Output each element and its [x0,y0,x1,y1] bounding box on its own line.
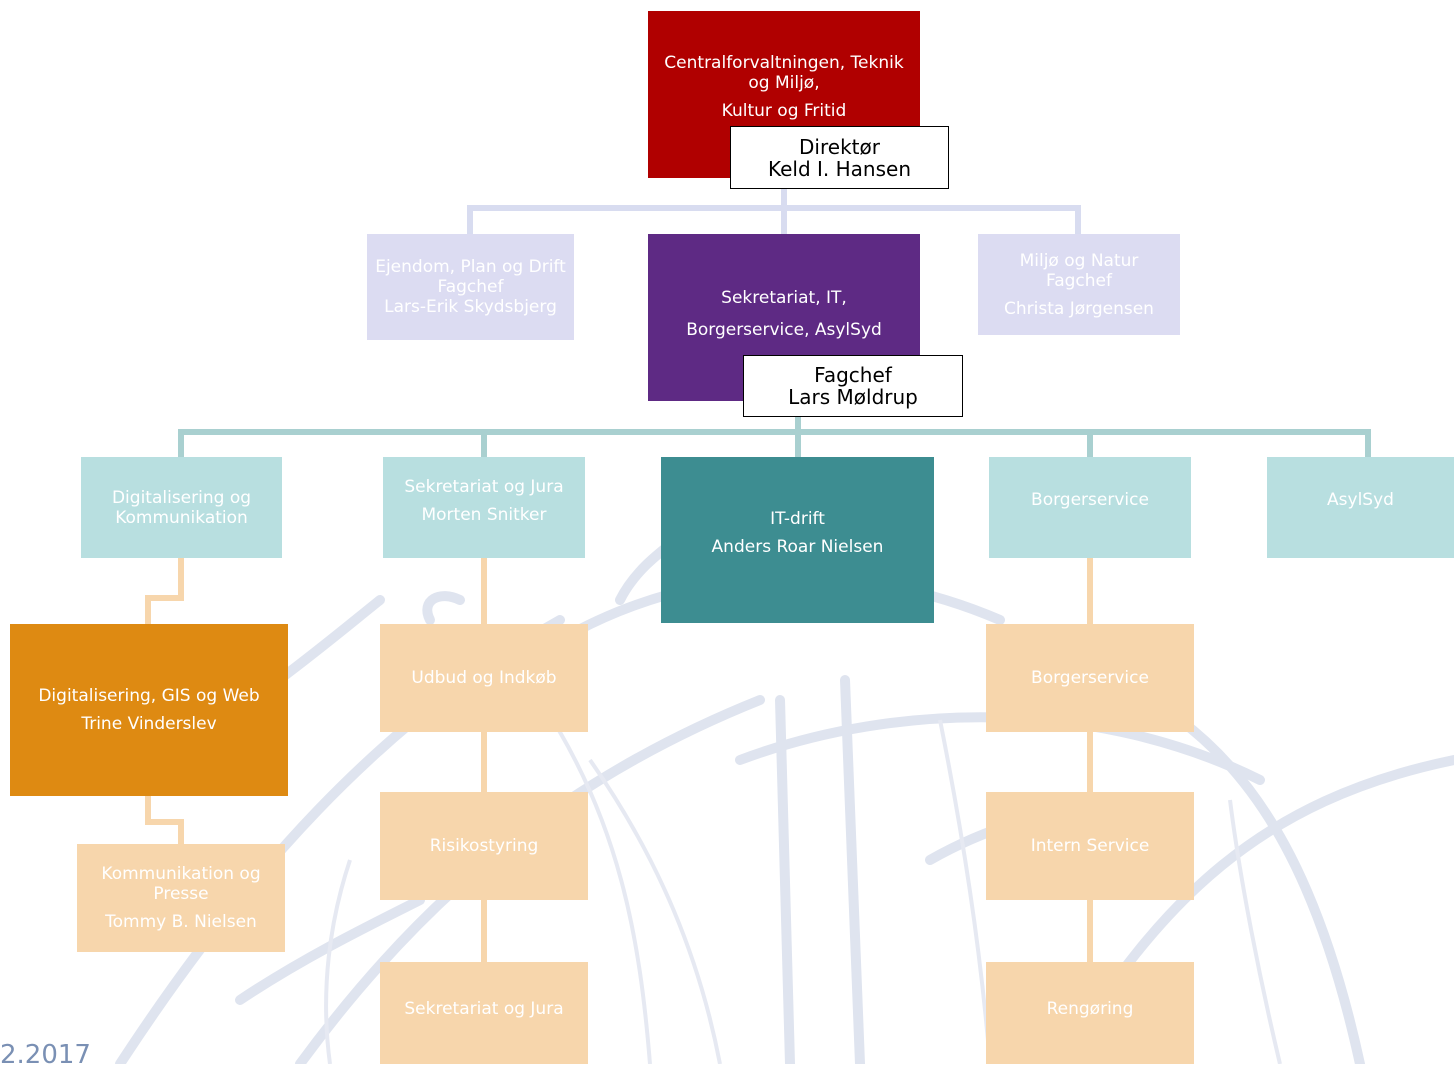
sekretariat-jura-box[interactable]: Sekretariat og Jura Morten Snitker [383,457,585,558]
ejendom-line1: Ejendom, Plan og Drift [375,257,566,277]
borgerservice-unit-label: Borgerservice [1031,668,1149,688]
sekretariat-jura-unit-label: Sekretariat og Jura [404,999,564,1019]
ejendom-line3: Lars-Erik Skydsbjerg [384,297,557,317]
miljo-line3: Christa Jørgensen [1004,298,1154,319]
it-drift-line1: IT-drift [770,509,825,529]
secretariat-head-role: Fagchef [814,363,892,387]
miljo-line1: Miljø og Natur [1019,250,1139,271]
secretariat-it-line2: Borgerservice, AsylSyd [686,320,882,340]
miljo-line2: Fagchef [1046,270,1112,291]
rengoring-label: Rengøring [1046,999,1134,1019]
footer-date: 2.2017 [0,1040,91,1070]
asylsyd-line1: AsylSyd [1327,490,1394,510]
it-drift-box[interactable]: IT-drift Anders Roar Nielsen [661,457,934,623]
director-role: Direktør [799,134,880,159]
kommunikation-presse-box[interactable]: Kommunikation og Presse Tommy B. Nielsen [77,844,285,952]
digital-gis-line2: Trine Vinderslev [81,714,217,734]
secretariat-head-name-label: Fagchef Lars Møldrup [743,355,963,417]
director-unit-line1: Centralforvaltningen, Teknik og Miljø, [664,53,904,93]
sekretariat-jura-unit-box[interactable]: Sekretariat og Jura [380,962,588,1064]
risikostyring-box[interactable]: Risikostyring [380,792,588,900]
asylsyd-box[interactable]: AsylSyd [1267,457,1454,558]
secretariat-head-person: Lars Møldrup [788,385,918,409]
kommunikation-line2: Tommy B. Nielsen [105,912,257,932]
digitalisering-kommunikation-box[interactable]: Digitalisering og Kommunikation [81,457,282,558]
secretariat-it-line1: Sekretariat, IT, [721,288,847,308]
intern-service-box[interactable]: Intern Service [986,792,1194,900]
borgerservice-dept-box[interactable]: Borgerservice [989,457,1191,558]
ejendom-line2: Fagchef [437,277,504,297]
miljo-natur-box[interactable]: Miljø og Natur Fagchef Christa Jørgensen [978,234,1180,335]
director-name-label: Direktør Keld I. Hansen [730,126,949,189]
digital-gis-line1: Digitalisering, GIS og Web [38,686,260,706]
risikostyring-label: Risikostyring [429,836,539,856]
borgerservice-unit-box[interactable]: Borgerservice [986,624,1194,732]
director-unit-line2: Kultur og Fritid [721,101,847,121]
digitalisering-gis-web-box[interactable]: Digitalisering, GIS og Web Trine Vinders… [10,624,288,796]
borgerservice-dept-line1: Borgerservice [1031,490,1149,510]
kommunikation-line1: Kommunikation og Presse [101,864,261,904]
rengoring-box[interactable]: Rengøring [986,962,1194,1064]
sekretariat-jura-line2: Morten Snitker [421,505,547,525]
digital-komm-line1: Digitalisering og Kommunikation [111,487,252,528]
ejendom-plan-drift-box[interactable]: Ejendom, Plan og Drift Fagchef Lars-Erik… [367,234,574,340]
intern-service-label: Intern Service [1030,836,1150,856]
udbud-label: Udbud og Indkøb [411,668,557,688]
sekretariat-jura-line1: Sekretariat og Jura [404,477,564,497]
director-person: Keld I. Hansen [767,156,912,181]
it-drift-line2: Anders Roar Nielsen [711,537,884,557]
udbud-indkob-box[interactable]: Udbud og Indkøb [380,624,588,732]
